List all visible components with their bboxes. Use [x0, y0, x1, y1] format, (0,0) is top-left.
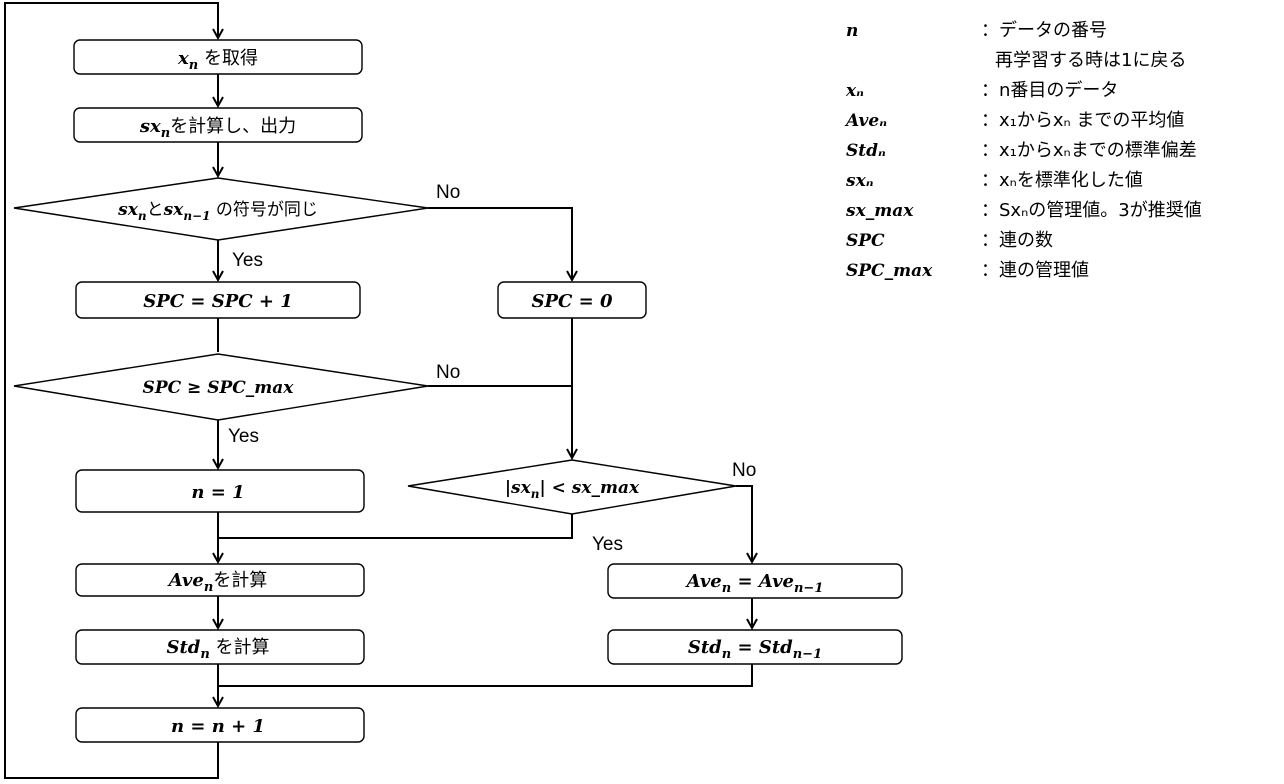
label-no: No [436, 182, 460, 203]
variable-legend: n ：データの番号 再学習する時は1に戻る xₙ ：n番目のデータ Aveₙ ：… [846, 16, 1202, 286]
process-spc-increment: SPC = SPC + 1 [75, 281, 361, 319]
legend-row: xₙ ：n番目のデータ [846, 76, 1202, 106]
process-spc-reset: SPC = 0 [497, 281, 647, 319]
legend-row: Aveₙ ：x₁からxₙ までの平均値 [846, 106, 1202, 136]
connector-lines [4, 2, 753, 779]
svg-text:|sxn| < sx_max: |sxn| < sx_max [505, 478, 640, 501]
legend-symbol: sxₙ [846, 171, 874, 191]
legend-description: ：x₁からxₙまでの標準偏差 [981, 140, 1197, 161]
decision-abs-sxn: |sxn| < sx_max [407, 459, 737, 515]
legend-symbol: SPC [846, 231, 885, 251]
legend-description: ：xₙを標準化した値 [981, 170, 1143, 191]
label-yes: Yes [592, 534, 623, 555]
legend-row: SPC_max ：連の管理値 [846, 256, 1202, 286]
legend-symbol: Aveₙ [846, 111, 887, 131]
legend-symbol: SPC_max [846, 261, 933, 281]
label-yes: Yes [228, 426, 259, 447]
arrow-no-sign [428, 207, 572, 280]
line-yes-abs [218, 514, 573, 539]
legend-row: sxₙ ：xₙを標準化した値 [846, 166, 1202, 196]
legend-description: ：n番目のデータ [981, 80, 1119, 101]
legend-row: SPC ：連の数 [846, 226, 1202, 256]
svg-text:Stdn を計算: Stdn を計算 [166, 637, 269, 662]
svg-text:SPC ≥ SPC_max: SPC ≥ SPC_max [143, 378, 295, 398]
svg-text:Aven = Aven−1: Aven = Aven−1 [685, 571, 824, 596]
line-merge [218, 664, 753, 687]
legend-symbol: Stdₙ [846, 141, 886, 161]
svg-text:sxnを計算し、出力: sxnを計算し、出力 [139, 116, 296, 141]
legend-description-note: 再学習する時は1に戻る [995, 50, 1187, 71]
legend-symbol: sx_max [846, 201, 914, 221]
legend-description: ：連の数 [981, 230, 1053, 251]
decision-sign-same: sxnとsxn−1 の符号が同じ [13, 177, 429, 241]
process-get-xn: xn を取得 [73, 39, 363, 75]
process-ave-keep: Aven = Aven−1 [607, 563, 903, 599]
label-no: No [436, 362, 460, 383]
legend-row: n ：データの番号 [846, 16, 1202, 46]
label-no: No [732, 460, 756, 481]
process-n-increment: n = n + 1 [75, 707, 365, 743]
arrow-no-abs [736, 485, 752, 562]
svg-text:xn を取得: xn を取得 [177, 48, 258, 73]
svg-text:sxnとsxn−1 の符号が同じ: sxnとsxn−1 の符号が同じ [117, 200, 318, 223]
process-std-keep: Stdn = Stdn−1 [607, 629, 903, 665]
process-calc-sxn: sxnを計算し、出力 [73, 107, 363, 143]
legend-description: ：Sxₙの管理値。3が推奨値 [981, 200, 1202, 221]
legend-description: ：データの番号 [981, 20, 1107, 41]
process-ave-calc: Avenを計算 [75, 563, 365, 597]
process-n-reset: n = 1 [75, 469, 365, 513]
svg-text:n = 1: n = 1 [191, 482, 244, 503]
legend-symbol: xₙ [846, 81, 864, 101]
svg-text:SPC = 0: SPC = 0 [532, 291, 613, 312]
svg-text:Avenを計算: Avenを計算 [167, 570, 268, 595]
process-std-calc: Stdn を計算 [75, 629, 365, 665]
legend-symbol: n [846, 21, 859, 41]
legend-description: ：x₁からxₙ までの平均値 [981, 110, 1185, 131]
legend-row: Stdₙ ：x₁からxₙまでの標準偏差 [846, 136, 1202, 166]
legend-description: ：連の管理値 [981, 260, 1089, 281]
svg-text:Stdn = Stdn−1: Stdn = Stdn−1 [688, 637, 822, 662]
arrow-no-spc [428, 385, 572, 458]
decision-spc-max: SPC ≥ SPC_max [13, 353, 429, 421]
svg-text:SPC = SPC + 1: SPC = SPC + 1 [143, 291, 292, 312]
loop-back-arrow [4, 2, 218, 779]
label-yes: Yes [232, 250, 263, 271]
legend-row: sx_max ：Sxₙの管理値。3が推奨値 [846, 196, 1202, 226]
svg-text:n = n + 1: n = n + 1 [171, 716, 265, 737]
legend-row: 再学習する時は1に戻る [846, 46, 1202, 76]
